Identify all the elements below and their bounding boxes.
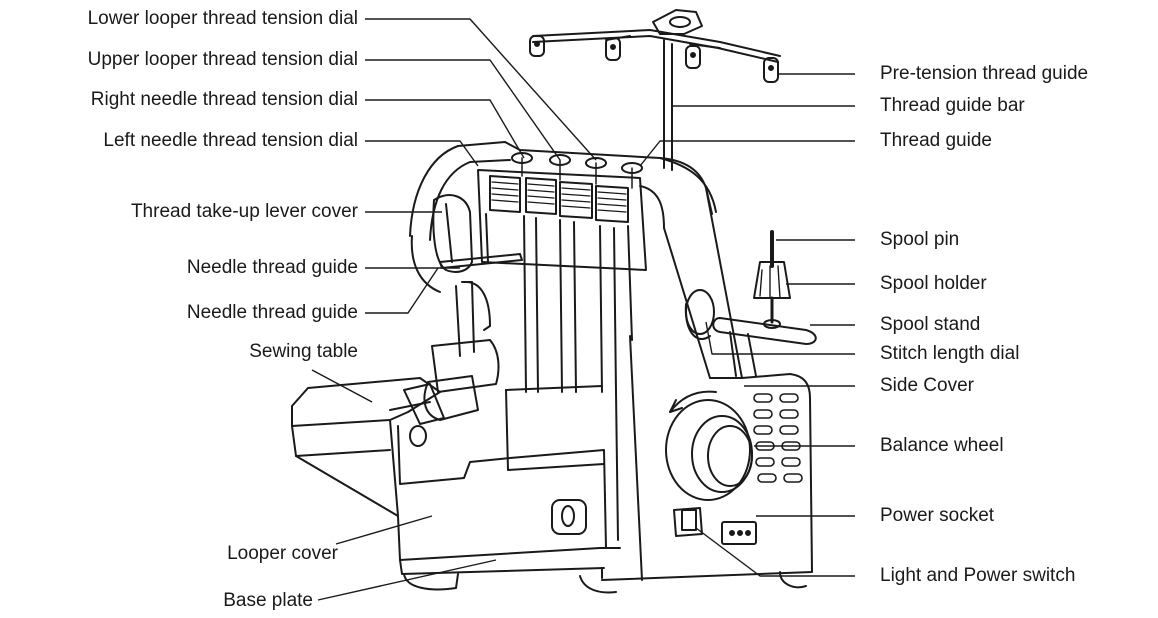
sewing-table [291, 377, 441, 427]
label-looper-cover: Looper cover [227, 543, 338, 564]
stitch-length-dial [684, 289, 715, 340]
label-upper-looper-dial: Upper looper thread tension dial [87, 49, 358, 70]
balance-wheel [665, 399, 753, 501]
label-power-socket: Power socket [880, 505, 995, 526]
machine-head [409, 141, 717, 393]
side-vents [753, 393, 803, 483]
label-sewing-table: Sewing table [249, 341, 358, 362]
label-stitch-dial: Stitch length dial [880, 343, 1020, 364]
label-lower-looper-dial: Lower looper thread tension dial [87, 8, 358, 29]
takeup-cover [432, 194, 473, 273]
pretension-guide-2 [605, 37, 621, 61]
label-thread-guide: Thread guide [880, 130, 992, 151]
label-side-cover: Side Cover [880, 375, 974, 396]
label-spool-holder: Spool holder [880, 273, 987, 294]
label-needle-guide-2: Needle thread guide [186, 302, 358, 323]
label-guide-bar: Thread guide bar [880, 95, 1025, 116]
front-section [291, 281, 621, 591]
label-power-switch: Light and Power switch [880, 565, 1076, 586]
machine-body [579, 187, 813, 594]
pretension-guide-1 [529, 35, 545, 57]
thread-stand [529, 9, 781, 174]
label-base-plate: Base plate [223, 590, 313, 611]
label-pretension-guide: Pre-tension thread guide [880, 63, 1089, 84]
base-plate [399, 559, 605, 575]
label-right-needle-dial: Right needle thread tension dial [90, 89, 358, 110]
label-spool-stand: Spool stand [880, 314, 981, 335]
tension-dials [489, 152, 633, 223]
label-spool-pin: Spool pin [880, 229, 960, 250]
label-needle-guide-1: Needle thread guide [186, 257, 358, 278]
power-switch [681, 509, 697, 531]
leader-lines [311, 18, 855, 601]
pretension-guide-3 [685, 45, 701, 69]
label-takeup-cover: Thread take-up lever cover [130, 201, 358, 222]
label-balance-wheel: Balance wheel [880, 435, 1004, 456]
power-socket [721, 521, 757, 545]
pretension-guide-4 [763, 57, 779, 83]
needle-thread-guide [439, 253, 523, 269]
label-left-needle-dial: Left needle thread tension dial [103, 130, 358, 151]
